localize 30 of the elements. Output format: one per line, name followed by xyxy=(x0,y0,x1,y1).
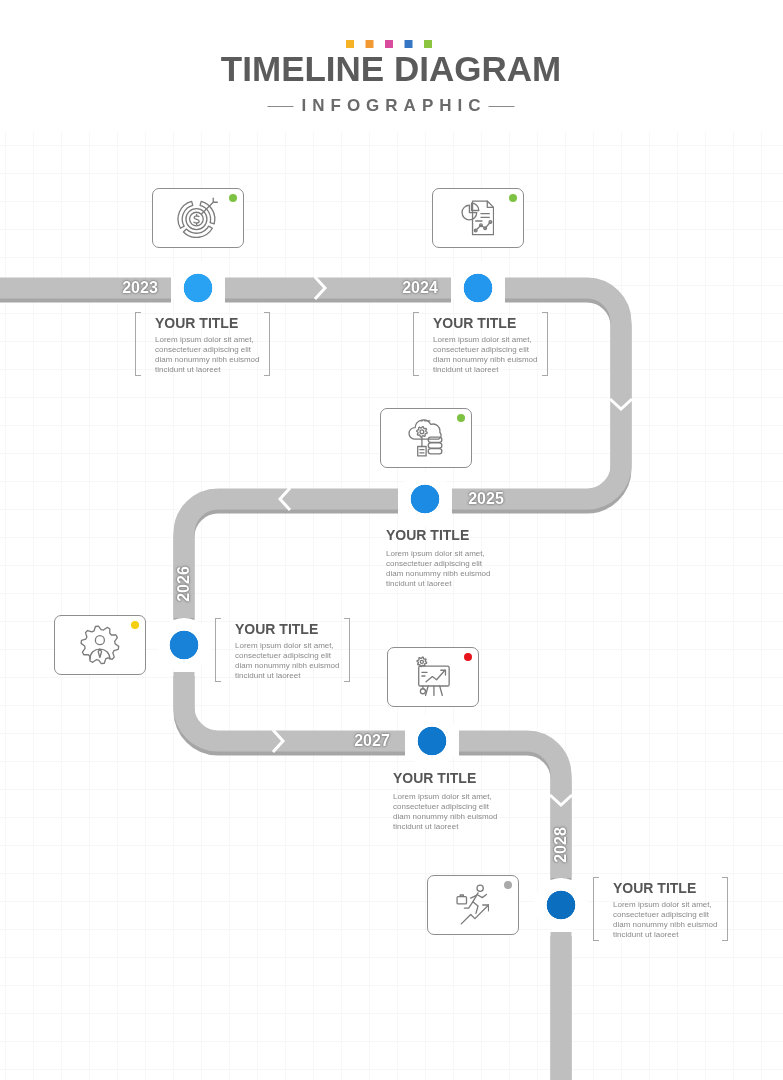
title: TIMELINE DIAGRAM xyxy=(220,49,562,89)
icon-card xyxy=(152,188,244,248)
milestone-title: YOUR TITLE xyxy=(433,315,517,331)
milestone-description: Lorem ipsum dolor sit amet, consectetuer adipiscing elit diam nonummy nibh euismod tincidunt ut laoreet xyxy=(433,335,539,375)
bracket-frame xyxy=(135,312,270,376)
milestone-title: YOUR TITLE xyxy=(393,770,477,786)
road-segment xyxy=(0,277,171,303)
milestone-description: Lorem ipsum dolor sit amet, consectetuer adipiscing elit diam nonummy nibh euismod tincidunt ut laoreet xyxy=(386,549,492,589)
year-label: 2028 xyxy=(552,827,570,863)
bracket-frame xyxy=(593,877,728,941)
year-label: 2026 xyxy=(175,566,193,602)
milestone-description: Lorem ipsum dolor sit amet, consectetuer adipiscing elit diam nonummy nibh euismod tincidunt ut laoreet xyxy=(613,900,719,940)
milestone-title: YOUR TITLE xyxy=(386,527,470,543)
icon-card xyxy=(380,408,472,468)
year-label: 2023 xyxy=(122,279,158,297)
bracket-frame xyxy=(413,312,548,376)
milestone-title: YOUR TITLE xyxy=(155,315,239,331)
milestone-description: Lorem ipsum dolor sit amet, consectetuer adipiscing elit diam nonummy nibh euismod tincidunt ut laoreet xyxy=(393,792,499,832)
icon-card xyxy=(387,647,479,707)
milestone-description: Lorem ipsum dolor sit amet, consectetuer adipiscing elit diam nonummy nibh euismod tincidunt ut laoreet xyxy=(235,641,341,681)
milestone-title: YOUR TITLE xyxy=(235,621,319,637)
milestone-title: YOUR TITLE xyxy=(613,880,697,896)
icon-card xyxy=(427,875,519,935)
icon-card xyxy=(54,615,146,675)
milestone-description: Lorem ipsum dolor sit amet, consectetuer adipiscing elit diam nonummy nibh euismod tincidunt ut laoreet xyxy=(155,335,261,375)
year-label: 2025 xyxy=(468,490,504,508)
year-label: 2027 xyxy=(354,732,390,750)
year-label: 2024 xyxy=(402,279,438,297)
bracket-frame xyxy=(215,618,350,682)
icon-card xyxy=(432,188,524,248)
